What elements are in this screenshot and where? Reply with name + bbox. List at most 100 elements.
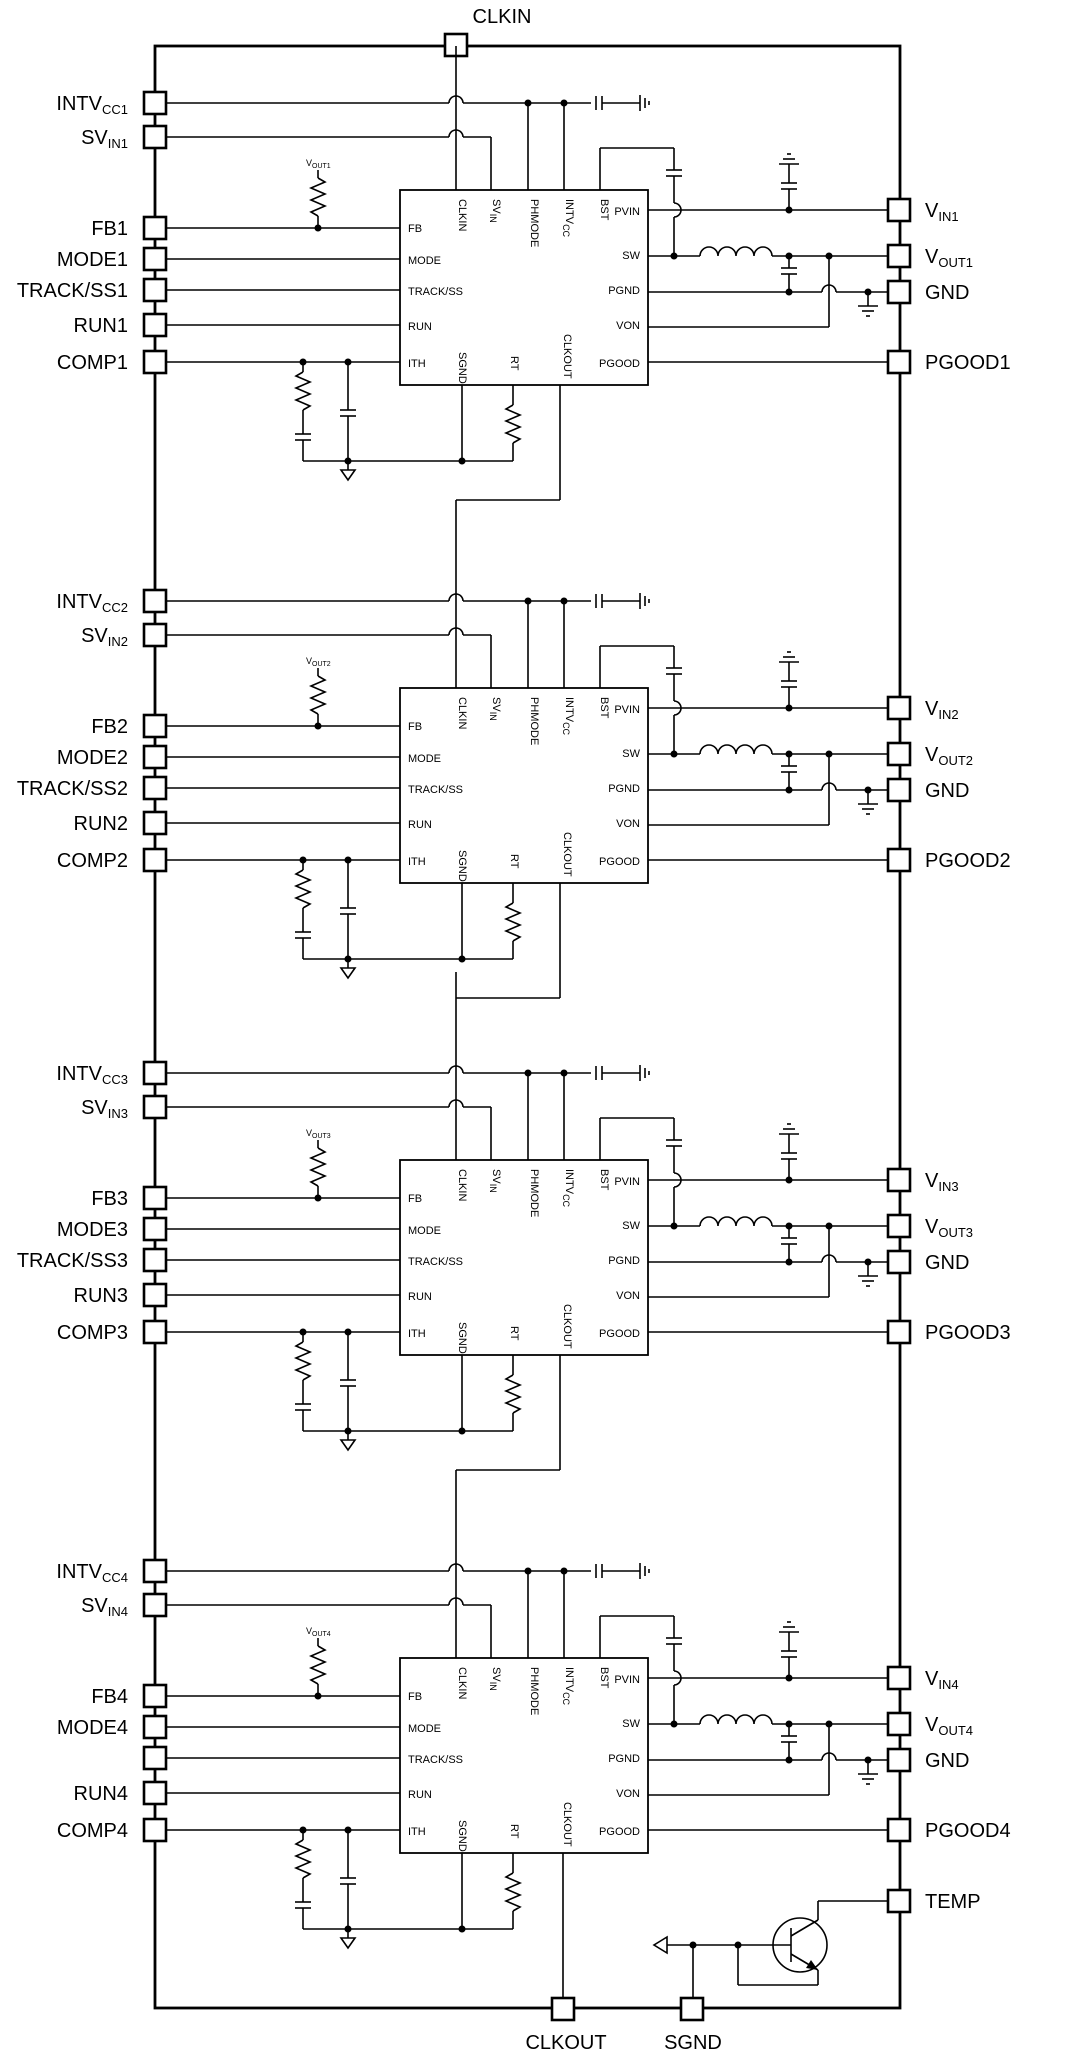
svg-text:SW: SW [622,748,640,760]
svg-text:RT: RT [508,1326,520,1341]
vin-pad [886,1167,912,1193]
svg-text:FB: FB [408,1193,422,1205]
svg-text:PGND: PGND [608,783,640,795]
pgood-label: PGOOD4 [925,1820,1011,1842]
fb-label: FB3 [91,1188,128,1210]
right-labels: VIN2 VOUT2 GND PGOOD2 [925,698,1011,872]
wiring: VOUT1 [166,46,888,501]
svg-text:FB: FB [408,721,422,733]
intvcc-pad [142,1060,168,1086]
right-pins [886,197,912,375]
gnd-pad [886,777,912,803]
svg-text:BST: BST [598,199,610,221]
vout-pad [886,1213,912,1239]
intvcc-label: INTVCC2 [56,591,128,615]
right-pins [886,695,912,873]
svg-text:SW: SW [622,1718,640,1730]
vin-label: VIN4 [925,1668,959,1692]
svg-text:ITH: ITH [408,1328,426,1340]
svg-text:BST: BST [598,697,610,719]
pgood-pad [886,847,912,873]
mode-label: MODE1 [57,249,128,271]
svg-text:SVIN: SVIN [488,1169,502,1193]
ic-pin-labels: FB MODE TRACK/SS RUN ITH PVIN SW PGND VO… [408,199,641,384]
mode-pad [142,744,168,770]
svg-text:SGND: SGND [456,1322,468,1354]
svg-text:PGOOD: PGOOD [599,1328,640,1340]
svg-text:CLKOUT: CLKOUT [561,334,573,379]
gnd-label: GND [925,282,969,304]
gnd-pad [886,279,912,305]
gnd-label: GND [925,1750,969,1772]
vout-pad [886,1711,912,1737]
svg-text:CLKIN: CLKIN [456,1667,468,1699]
svg-text:INTVCC: INTVCC [561,199,575,238]
left-pins [142,1060,168,1345]
mode-label: MODE4 [57,1717,128,1739]
pgood-pad [886,1817,912,1843]
left-pins [142,90,168,375]
regulator-ic [399,1657,649,1854]
left-labels: INTVCC3 SVIN3 FB3 MODE3 TRACK/SS3 RUN3 C… [17,1063,128,1344]
svg-text:FB: FB [408,1691,422,1703]
comp-pad [142,1817,168,1843]
channel-2: INTVCC2 SVIN2 FB2 MODE2 TRACK/SS2 RUN2 C… [17,500,1011,999]
run-pad [142,312,168,338]
fb-pad [142,215,168,241]
svg-text:RUN: RUN [408,1789,432,1801]
svin-pad [142,622,168,648]
svg-text:TRACK/SS: TRACK/SS [408,286,463,298]
svg-text:VOUT2: VOUT2 [306,656,331,668]
track-label: TRACK/SS3 [17,1250,128,1272]
svg-text:CLKIN: CLKIN [456,1169,468,1201]
ic-pin-labels: FB MODE TRACK/SS RUN ITH PVIN SW PGND VO… [408,1667,641,1852]
svg-text:PGND: PGND [608,1255,640,1267]
left-pins [142,588,168,873]
svg-text:SVIN: SVIN [488,199,502,223]
run-pad [142,1282,168,1308]
svg-text:PVIN: PVIN [614,206,640,218]
fb-pad [142,1683,168,1709]
svg-text:FB: FB [408,223,422,235]
gnd-pad [886,1249,912,1275]
temp-sensor: TEMP [652,1888,981,1998]
svg-text:TRACK/SS: TRACK/SS [408,784,463,796]
fb-pad [142,713,168,739]
run-label: RUN2 [74,813,128,835]
track-pad [142,1745,168,1771]
track-label: TRACK/SS2 [17,778,128,800]
wiring: VOUT3 [166,972,888,1471]
right-labels: VIN4 VOUT4 GND PGOOD4 [925,1668,1011,1842]
svg-text:CLKIN: CLKIN [456,697,468,729]
mode-label: MODE2 [57,747,128,769]
regulator-ic [399,189,649,386]
vout-pad [886,243,912,269]
comp-label: COMP4 [57,1820,128,1842]
svg-text:SVIN: SVIN [488,697,502,721]
svg-text:MODE: MODE [408,1225,441,1237]
comp-label: COMP1 [57,352,128,374]
left-pins [142,1558,168,1843]
comp-label: COMP3 [57,1322,128,1344]
bottom-pins: CLKOUT SGND [525,1802,722,2054]
svg-text:RUN: RUN [408,819,432,831]
svg-text:PGOOD: PGOOD [599,1826,640,1838]
mode-pad [142,1216,168,1242]
wiring: VOUT4 [166,1470,888,1950]
temp-label: TEMP [925,1891,981,1913]
svg-text:SGND: SGND [456,850,468,882]
svg-text:BST: BST [598,1169,610,1191]
svg-text:SGND: SGND [456,1820,468,1852]
channel-3: INTVCC3 SVIN3 FB3 MODE3 TRACK/SS3 RUN3 C… [17,972,1011,1471]
svg-text:RT: RT [508,356,520,371]
intvcc-pad [142,588,168,614]
vout-pad [886,741,912,767]
run-label: RUN4 [74,1783,128,1805]
wiring: VOUT2 [166,500,888,999]
svg-text:VOUT1: VOUT1 [306,158,331,170]
pgood-pad [886,349,912,375]
intvcc-label: INTVCC4 [56,1561,128,1585]
vout-label: VOUT3 [925,1216,973,1240]
comp-pad [142,349,168,375]
intvcc-label: INTVCC3 [56,1063,128,1087]
